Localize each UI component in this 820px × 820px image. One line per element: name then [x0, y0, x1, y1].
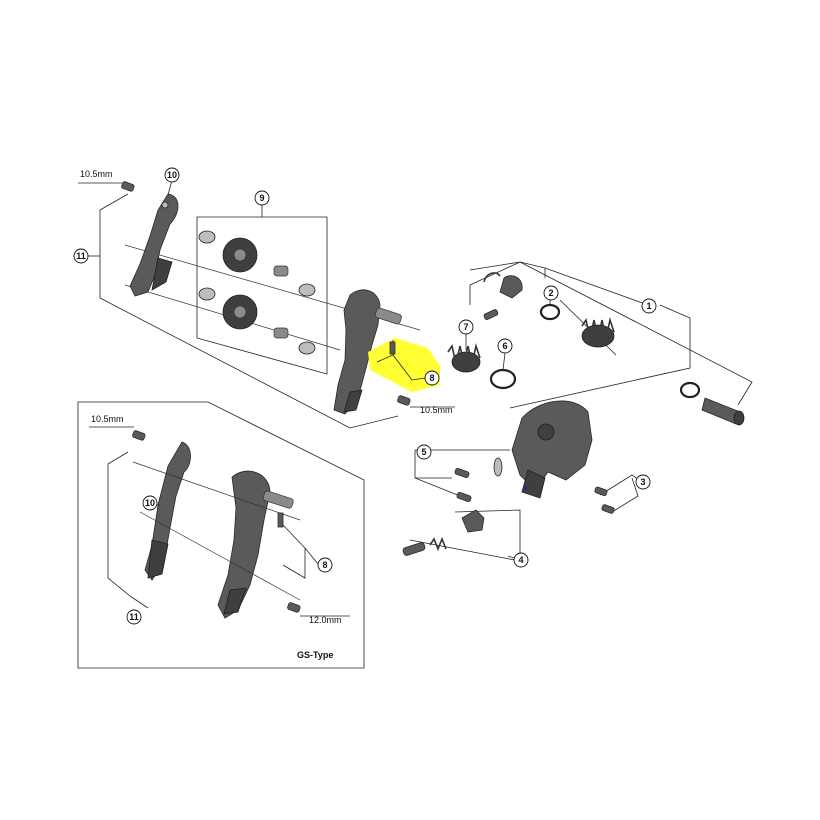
- gs-bolt-12mm: [287, 602, 301, 613]
- gs-callout-8: 8: [322, 560, 327, 570]
- part-4-adjuster: [402, 509, 485, 556]
- b-tension-spring: [581, 317, 615, 348]
- tension-pulley: [222, 294, 258, 330]
- gs-outer-cage-plate: [217, 470, 294, 619]
- callout-9: 9: [259, 193, 264, 203]
- bolt-10-5mm-main: [397, 395, 411, 406]
- part-6-ring: [489, 368, 517, 390]
- gs-type-box: [77, 401, 365, 669]
- gs-size-label-bolt: 12.0mm: [309, 615, 342, 625]
- callout-7: 7: [463, 322, 468, 332]
- part-1-ring: [679, 381, 701, 399]
- clip-spring-parts: [483, 272, 523, 320]
- gs-inner-cage-plate: [144, 441, 191, 581]
- part-8-pin: [389, 341, 396, 355]
- callout-4: 4: [518, 555, 523, 565]
- washer-d: [298, 341, 316, 355]
- part-5-screw-b: [456, 491, 472, 503]
- part-5-bushing: [493, 457, 503, 477]
- part-3-screw-b: [601, 504, 615, 514]
- washer-a: [198, 230, 216, 244]
- tension-spring: [447, 343, 481, 373]
- part-2-ring: [539, 303, 561, 321]
- callout-5: 5: [421, 447, 426, 457]
- callout-1: 1: [646, 301, 651, 311]
- gs-size-label-top: 10.5mm: [91, 414, 124, 424]
- callout-8: 8: [429, 373, 434, 383]
- part-5-screw-a: [454, 467, 470, 479]
- bushing-bottom: [273, 327, 289, 339]
- group-11-outline: [99, 193, 399, 429]
- size-label-main: 10.5mm: [420, 405, 453, 415]
- bolt-10-5mm-top: [121, 181, 135, 192]
- group-9-box: [196, 216, 328, 375]
- washer-b: [198, 287, 216, 301]
- callout-10: 10: [167, 170, 177, 180]
- derailleur-main-body: [511, 400, 593, 499]
- inner-cage-plate-upper: [129, 193, 179, 297]
- part-3-screw-a: [594, 486, 608, 497]
- gs-part-8-pin: [277, 512, 284, 528]
- washer-c: [298, 283, 316, 297]
- gs-callout-10: 10: [145, 498, 155, 508]
- callout-11: 11: [76, 251, 86, 261]
- gs-bolt-10-5mm: [132, 430, 146, 441]
- gs-callout-11: 11: [129, 612, 139, 622]
- outer-cage-plate-upper: [333, 289, 402, 415]
- callout-3: 3: [640, 477, 645, 487]
- b-axle-bolt: [701, 397, 745, 426]
- gs-type-label: GS-Type: [297, 650, 333, 660]
- callout-2: 2: [548, 288, 553, 298]
- bushing-top: [273, 265, 289, 277]
- size-label-top-left: 10.5mm: [80, 169, 113, 179]
- callout-6: 6: [502, 341, 507, 351]
- guide-pulley: [222, 237, 258, 273]
